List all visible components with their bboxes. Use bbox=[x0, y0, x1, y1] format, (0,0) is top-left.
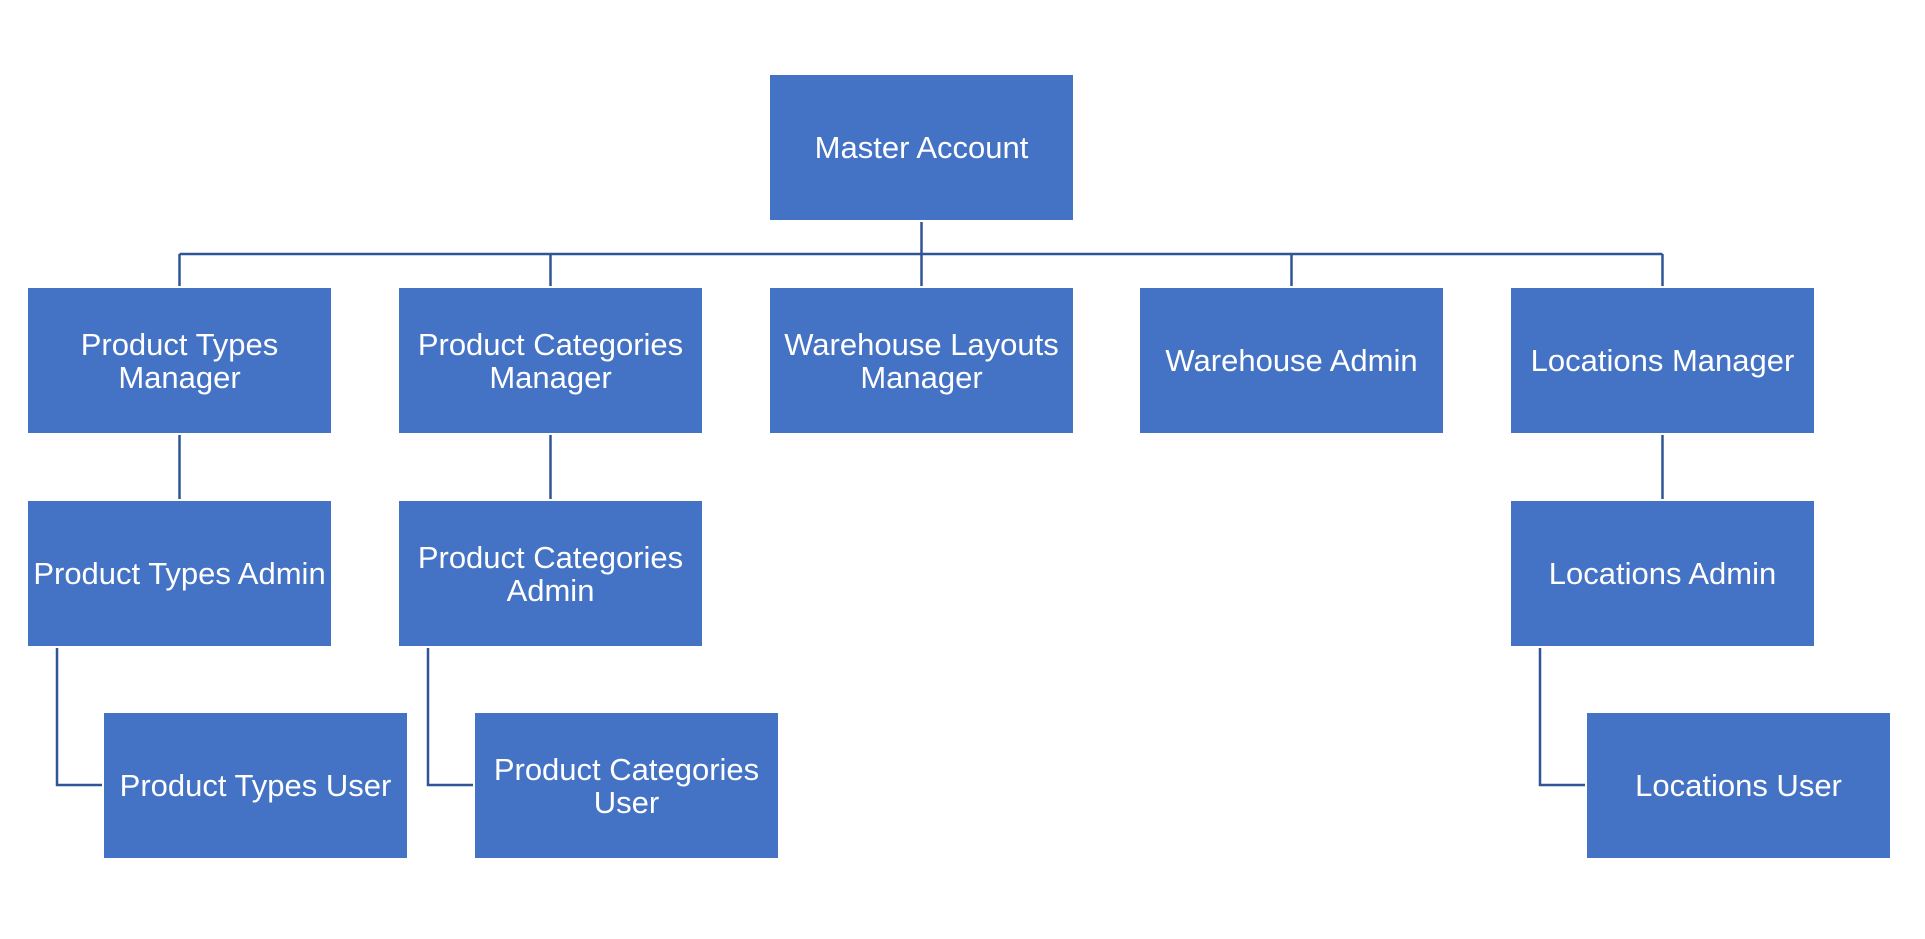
connector-to-locations-user bbox=[1538, 648, 1585, 787]
product-types-manager-box: Product Types Manager bbox=[28, 288, 331, 433]
locations-user-box: Locations User bbox=[1587, 713, 1890, 858]
warehouse-admin-label: Warehouse Admin bbox=[1165, 343, 1418, 378]
locations-manager-box: Locations Manager bbox=[1511, 288, 1814, 433]
master-account-label: Master Account bbox=[814, 130, 1029, 165]
master-account-box: Master Account bbox=[770, 75, 1073, 220]
product-types-user-label: Product Types User bbox=[119, 768, 392, 803]
warehouse-layouts-manager-box: Warehouse Layouts Manager bbox=[770, 288, 1073, 433]
product-types-admin-label: Product Types Admin bbox=[33, 556, 326, 591]
locations-manager-label: Locations Manager bbox=[1530, 343, 1795, 378]
product-categories-manager-box: Product Categories Manager bbox=[399, 288, 702, 433]
warehouse-layouts-manager-label: Warehouse Layouts Manager bbox=[784, 326, 1059, 395]
connector-to-product-types-user bbox=[55, 648, 102, 787]
product-categories-admin-box: Product Categories Admin bbox=[399, 501, 702, 646]
connector-to-product-categories-user bbox=[426, 648, 473, 787]
locations-admin-box: Locations Admin bbox=[1511, 501, 1814, 646]
product-categories-admin-label: Product Categories Admin bbox=[417, 539, 684, 608]
product-categories-user-label: Product Categories User bbox=[493, 751, 760, 820]
product-types-admin-box: Product Types Admin bbox=[28, 501, 331, 646]
product-categories-user-box: Product Categories User bbox=[475, 713, 778, 858]
warehouse-admin-box: Warehouse Admin bbox=[1140, 288, 1443, 433]
product-categories-manager-label: Product Categories Manager bbox=[417, 326, 684, 395]
product-types-user-box: Product Types User bbox=[104, 713, 407, 858]
product-types-manager-label: Product Types Manager bbox=[80, 326, 279, 395]
locations-admin-label: Locations Admin bbox=[1548, 556, 1777, 591]
locations-user-label: Locations User bbox=[1635, 768, 1842, 803]
